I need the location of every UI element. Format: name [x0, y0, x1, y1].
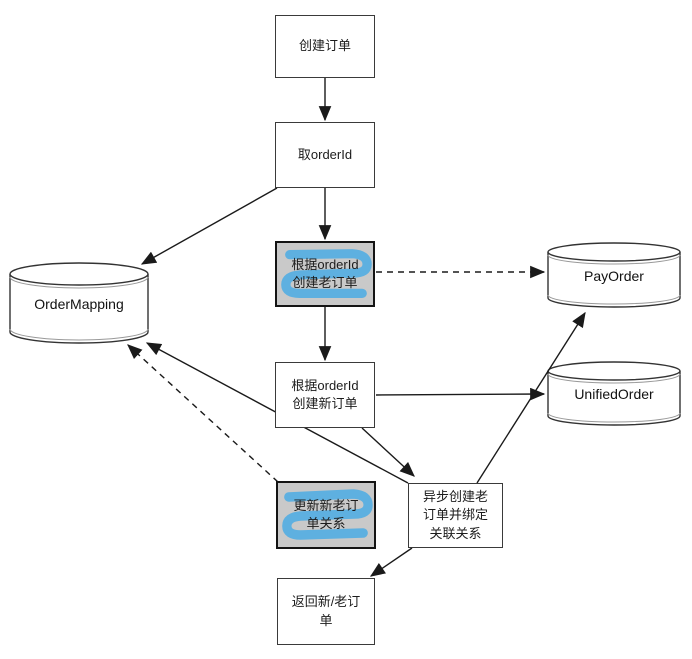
node-update-relation-label: 更新新老订 单关系: [293, 497, 359, 531]
node-create-new-order: 根据orderId 创建新订单: [275, 362, 375, 428]
node-return-order: 返回新/老订 单: [277, 578, 375, 645]
node-async-create: 异步创建老 订单并绑定 关联关系: [408, 483, 503, 548]
edge-update-relation-to-ordermapping-dashed: [127, 344, 279, 483]
db-unified-order-label: UnifiedOrder: [574, 386, 654, 402]
node-get-orderid-label: 取orderId: [297, 146, 353, 162]
node-create-old-order: 根据orderId 创建老订单: [275, 241, 375, 307]
highlighter-scribble: [282, 489, 373, 540]
node-update-relation: 更新新老订 单关系: [276, 481, 376, 549]
edge-create-new-order-to-unifiedorder: [375, 387, 546, 401]
node-create-old-order-label: 根据orderId 创建老订单: [291, 256, 359, 290]
node-create-order: 创建订单: [275, 15, 375, 78]
edge-create-new-order-to-async-create: [361, 427, 415, 477]
node-get-orderid: 取orderId: [275, 122, 375, 188]
cylinder-order-mapping: [9, 262, 149, 344]
db-pay-order-label: PayOrder: [584, 268, 644, 284]
edge-async-create-to-return-order: [369, 547, 413, 577]
edge-async-create-to-payorder: [476, 311, 586, 484]
node-async-create-label: 异步创建老 订单并绑定 关联关系: [422, 489, 488, 541]
node-return-order-label: 返回新/老订 单: [291, 594, 361, 628]
db-order-mapping-label: OrderMapping: [34, 295, 124, 312]
highlighter-scribble: [281, 249, 372, 298]
cylinder-pay-order: [547, 242, 681, 308]
cylinder-unified-order: [547, 361, 681, 426]
edge-get-orderid-to-ordermapping: [140, 187, 278, 265]
node-create-order-label: 创建订单: [298, 38, 351, 54]
node-create-new-order-label: 根据orderId 创建新订单: [291, 377, 359, 411]
